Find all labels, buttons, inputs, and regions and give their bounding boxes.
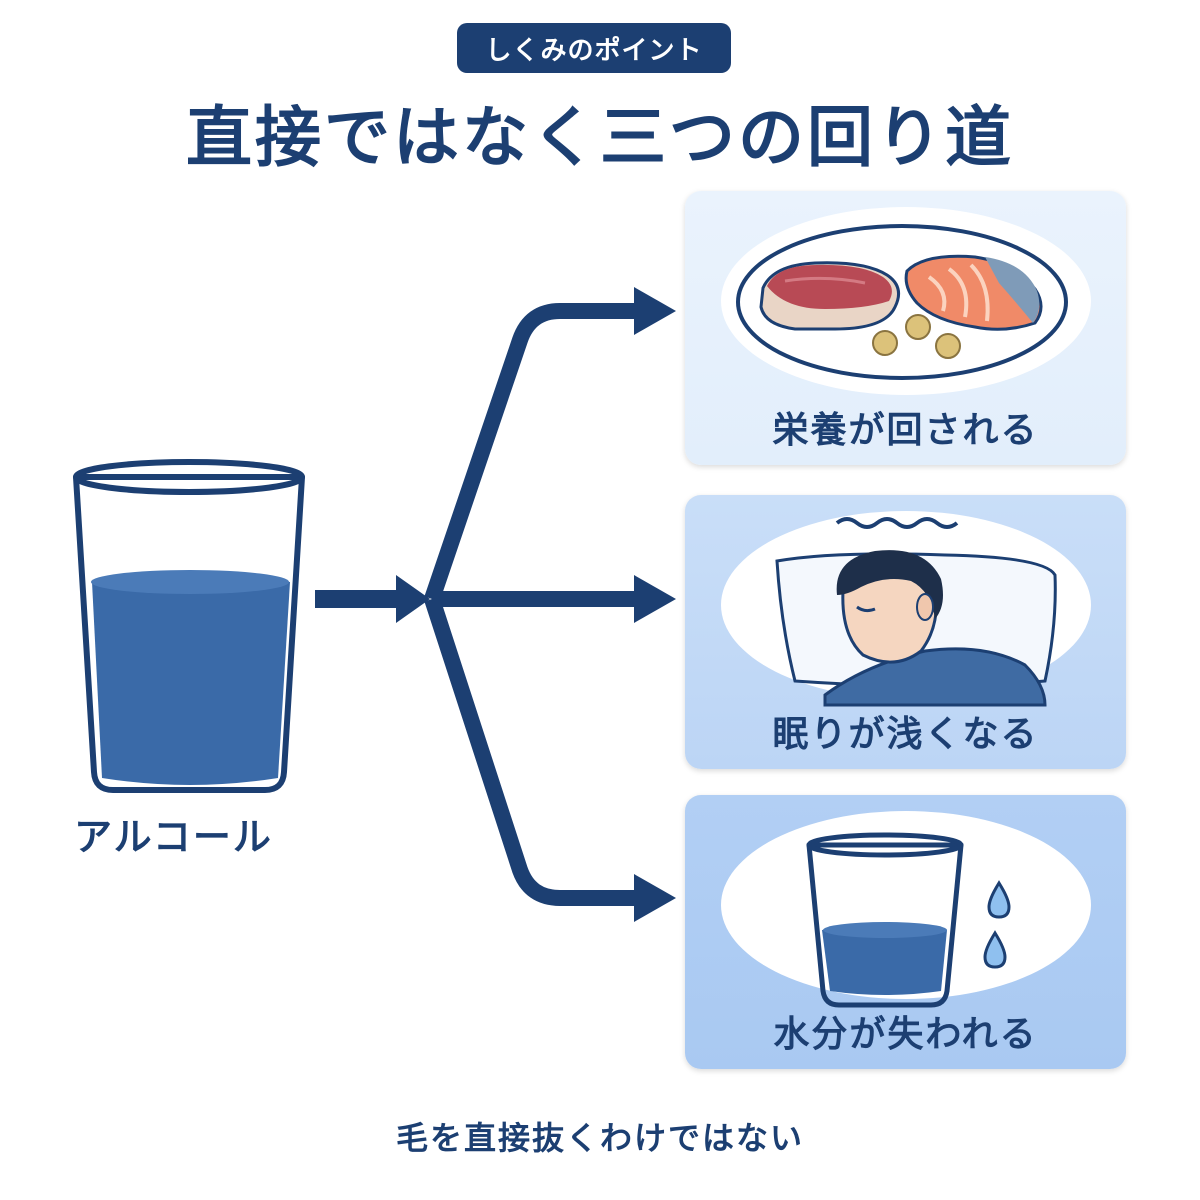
arrow-branch-top <box>424 287 676 602</box>
branch-label-water: 水分が失われる <box>773 1014 1038 1055</box>
point-badge-text: しくみのポイント <box>485 35 703 66</box>
page-title: 直接ではなく三つの回り道 <box>186 99 1014 176</box>
glass-of-alcohol-icon <box>73 459 305 793</box>
branch-label-sleep: 眠りが浅くなる <box>772 714 1039 755</box>
sleeping-man-icon <box>775 517 1057 707</box>
footer-note: 毛を直接抜くわけではない <box>395 1119 804 1157</box>
water-glass-drops-icon <box>806 832 1011 1008</box>
arrow-branch-bottom <box>424 596 676 922</box>
plate-of-food-icon <box>736 224 1068 380</box>
source-label: アルコール <box>74 815 273 859</box>
point-badge: しくみのポイント <box>457 23 731 73</box>
branch-card-nutrition: 栄養が回される <box>685 191 1126 465</box>
branch-label-nutrition: 栄養が回される <box>772 410 1039 451</box>
branch-card-sleep: 眠りが浅くなる <box>685 495 1126 769</box>
branch-card-water: 水分が失われる <box>685 795 1126 1069</box>
arrow-branch-middle <box>432 575 676 623</box>
arrow-main <box>315 575 430 623</box>
